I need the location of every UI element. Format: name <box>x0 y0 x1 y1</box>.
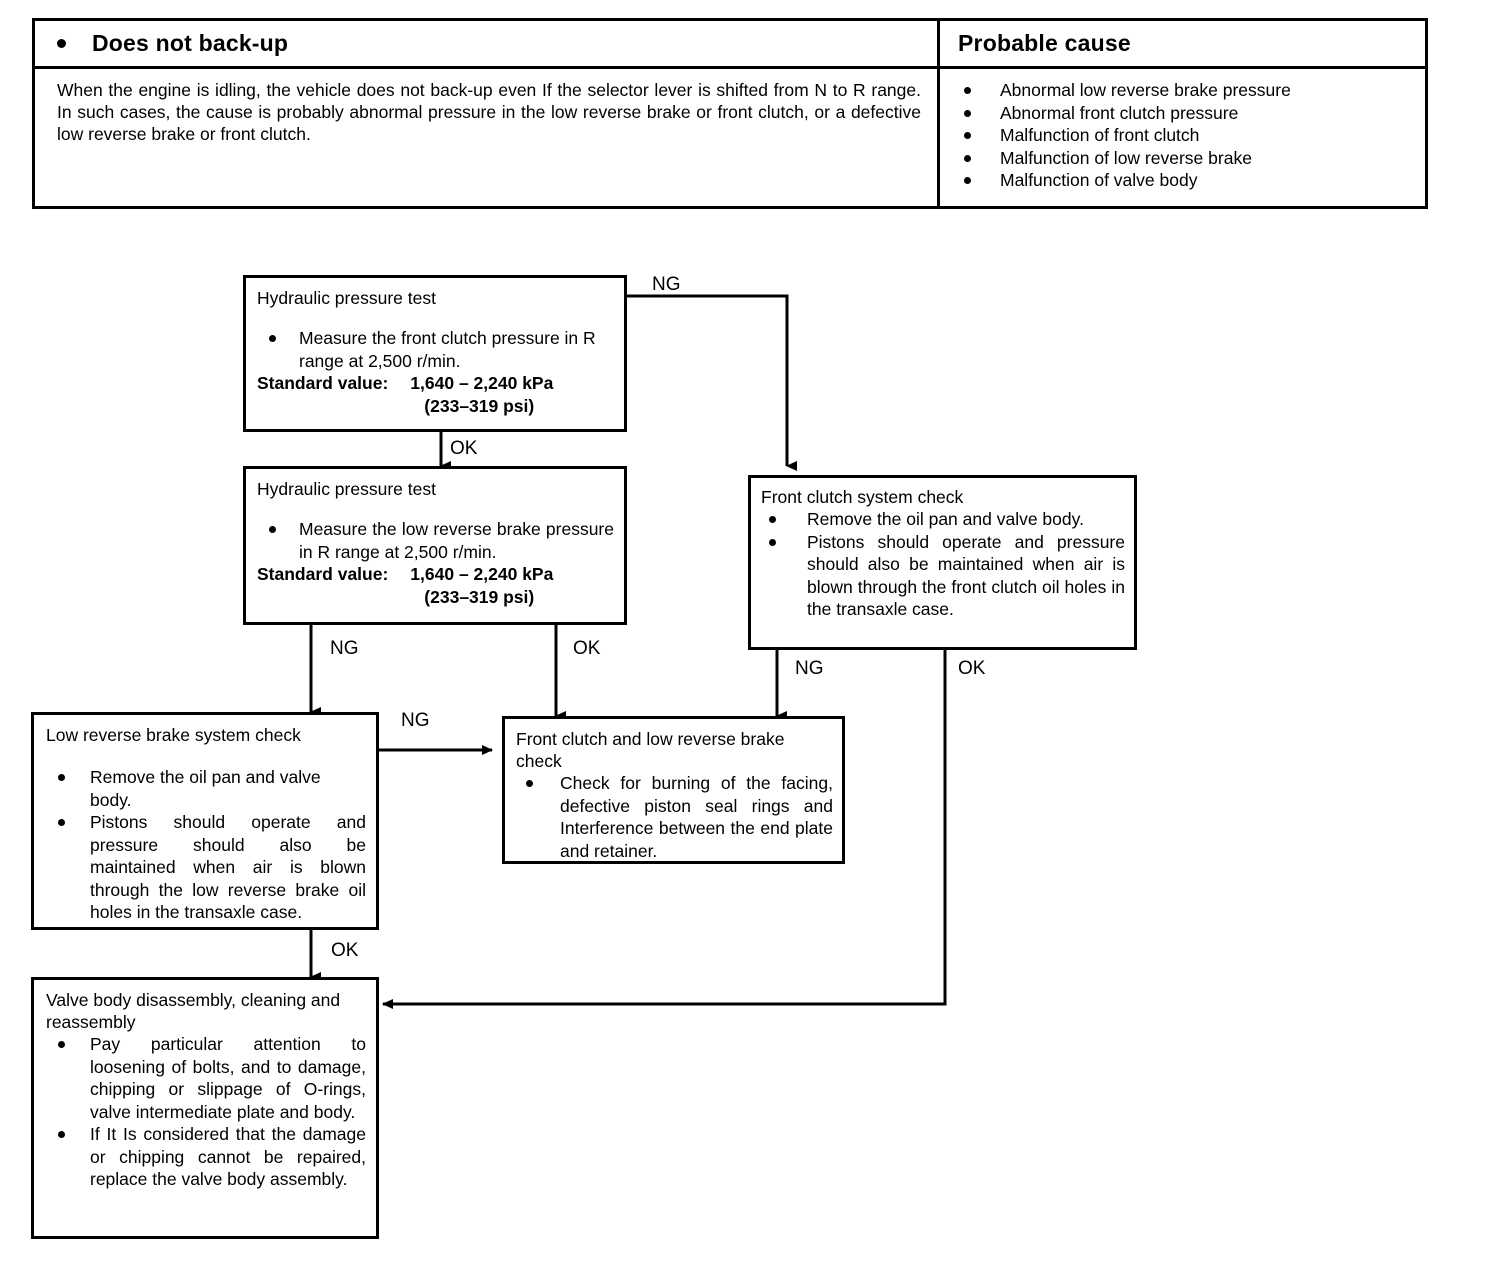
list-item: Pistons should operate and pressure shou… <box>46 811 366 924</box>
list-item: Malfunction of front clutch <box>958 124 1415 147</box>
list-item: Measure the front clutch pressure in R r… <box>257 327 614 372</box>
list-item: Pistons should operate and pressure shou… <box>761 531 1125 621</box>
list-item: Abnormal low reverse brake pressure <box>958 79 1415 102</box>
list-item-label: Remove the oil pan and valve body. <box>90 767 321 810</box>
arrow-box1-ng <box>627 294 797 471</box>
bullet-icon <box>57 39 66 48</box>
edge-label-ng-box1: NG <box>652 274 681 295</box>
standard-value-block: 1,640 – 2,240 kPa (233–319 psi) <box>410 372 553 417</box>
bullet-icon <box>58 774 65 781</box>
standard-value-kpa: 1,640 – 2,240 kPa <box>410 564 554 584</box>
flow-box-valve-body-disassembly: Valve body disassembly, cleaning and rea… <box>31 977 379 1239</box>
symptom-table: Does not back-up Probable cause When the… <box>32 18 1428 209</box>
flow-box-front-clutch-system-check: Front clutch system check Remove the oil… <box>748 475 1137 650</box>
box-bullet-list: Remove the oil pan and valve body. Pisto… <box>761 508 1125 621</box>
edge-label-ok-box4: OK <box>331 940 359 961</box>
box-bullet-list: Pay particular attention to loosening of… <box>46 1033 366 1191</box>
table-body-row: When the engine is idling, the vehicle d… <box>35 69 1425 206</box>
list-item: Check for burning of the facing, defecti… <box>516 772 833 862</box>
list-item: Remove the oil pan and valve body. <box>761 508 1125 531</box>
flow-box-low-reverse-brake-system-check: Low reverse brake system check Remove th… <box>31 712 379 930</box>
list-item: Pay particular attention to loosening of… <box>46 1033 366 1123</box>
box-title: Low reverse brake system check <box>46 725 301 745</box>
bullet-icon <box>58 1041 65 1048</box>
edge-label-ng-box2: NG <box>330 638 359 659</box>
standard-value-row: Standard value: 1,640 – 2,240 kPa (233–3… <box>257 372 614 417</box>
standard-value-psi: (233–319 psi) <box>424 586 535 607</box>
list-item-label: Measure the front clutch pressure in R r… <box>299 328 596 371</box>
list-item-label: If It Is considered that the damage or c… <box>90 1124 366 1189</box>
standard-value-label: Standard value: <box>257 373 389 393</box>
box-bullet-list: Check for burning of the facing, defecti… <box>516 772 833 862</box>
flow-box-hydraulic-pressure-test-low-reverse-brake: Hydraulic pressure test Measure the low … <box>243 466 627 625</box>
edge-label-ok-box2: OK <box>573 638 601 659</box>
list-item-label: Pistons should operate and pressure shou… <box>90 812 366 922</box>
list-item-label: Pistons should operate and pressure shou… <box>807 531 1125 620</box>
list-item-label: Pay particular attention to loosening of… <box>90 1034 366 1122</box>
table-body-right-cell: Abnormal low reverse brake pressure Abno… <box>940 69 1425 206</box>
box-bullet-list: Measure the low reverse brake pressure i… <box>257 518 614 563</box>
bullet-icon <box>769 538 776 546</box>
edge-label-ok-box3: OK <box>958 658 986 679</box>
bullet-icon <box>769 516 776 523</box>
bullet-icon <box>58 819 65 826</box>
flow-box-hydraulic-pressure-test-front-clutch: Hydraulic pressure test Measure the fron… <box>243 275 627 432</box>
edge-label-ng-box3: NG <box>795 658 824 679</box>
standard-value-psi: (233–319 psi) <box>424 395 535 416</box>
box-bullet-list: Measure the front clutch pressure in R r… <box>257 327 614 372</box>
table-header-left-cell: Does not back-up <box>35 21 940 66</box>
standard-value-kpa: 1,640 – 2,240 kPa <box>410 373 554 393</box>
box-title: Hydraulic pressure test <box>257 479 436 499</box>
edge-label-ng-box4: NG <box>401 710 430 731</box>
symptom-description: When the engine is idling, the vehicle d… <box>57 80 921 144</box>
list-item: Malfunction of low reverse brake <box>958 147 1415 170</box>
box-bullet-list: Remove the oil pan and valve body. Pisto… <box>46 766 366 924</box>
edge-label-ok-box1: OK <box>450 438 478 459</box>
probable-cause-title: Probable cause <box>958 30 1131 56</box>
list-item: If It Is considered that the damage or c… <box>46 1123 366 1191</box>
table-header-right-cell: Probable cause <box>940 21 1425 66</box>
box-title: Front clutch and low reverse brake check <box>516 729 785 771</box>
bullet-icon <box>526 780 533 787</box>
list-item: Malfunction of valve body <box>958 169 1415 192</box>
list-item: Remove the oil pan and valve body. <box>46 766 366 811</box>
list-item-label: Measure the low reverse brake pressure i… <box>299 519 614 562</box>
standard-value-block: 1,640 – 2,240 kPa (233–319 psi) <box>410 563 553 608</box>
bullet-icon <box>58 1131 65 1138</box>
probable-cause-list: Abnormal low reverse brake pressure Abno… <box>958 79 1415 192</box>
bullet-icon <box>269 526 276 533</box>
table-header-row: Does not back-up Probable cause <box>35 21 1425 69</box>
flow-box-front-clutch-and-low-reverse-brake-check: Front clutch and low reverse brake check… <box>502 716 845 864</box>
symptom-title: Does not back-up <box>92 30 289 56</box>
list-item: Measure the low reverse brake pressure i… <box>257 518 614 563</box>
bullet-icon <box>269 335 276 342</box>
box-title: Front clutch system check <box>761 487 964 507</box>
box-title: Valve body disassembly, cleaning and rea… <box>46 990 341 1032</box>
standard-value-label: Standard value: <box>257 564 389 584</box>
table-body-left-cell: When the engine is idling, the vehicle d… <box>35 69 940 206</box>
list-item: Abnormal front clutch pressure <box>958 102 1415 125</box>
standard-value-row: Standard value: 1,640 – 2,240 kPa (233–3… <box>257 563 614 608</box>
list-item-label: Remove the oil pan and valve body. <box>807 509 1084 529</box>
box-title: Hydraulic pressure test <box>257 288 436 308</box>
list-item-label: Check for burning of the facing, defecti… <box>560 773 833 861</box>
